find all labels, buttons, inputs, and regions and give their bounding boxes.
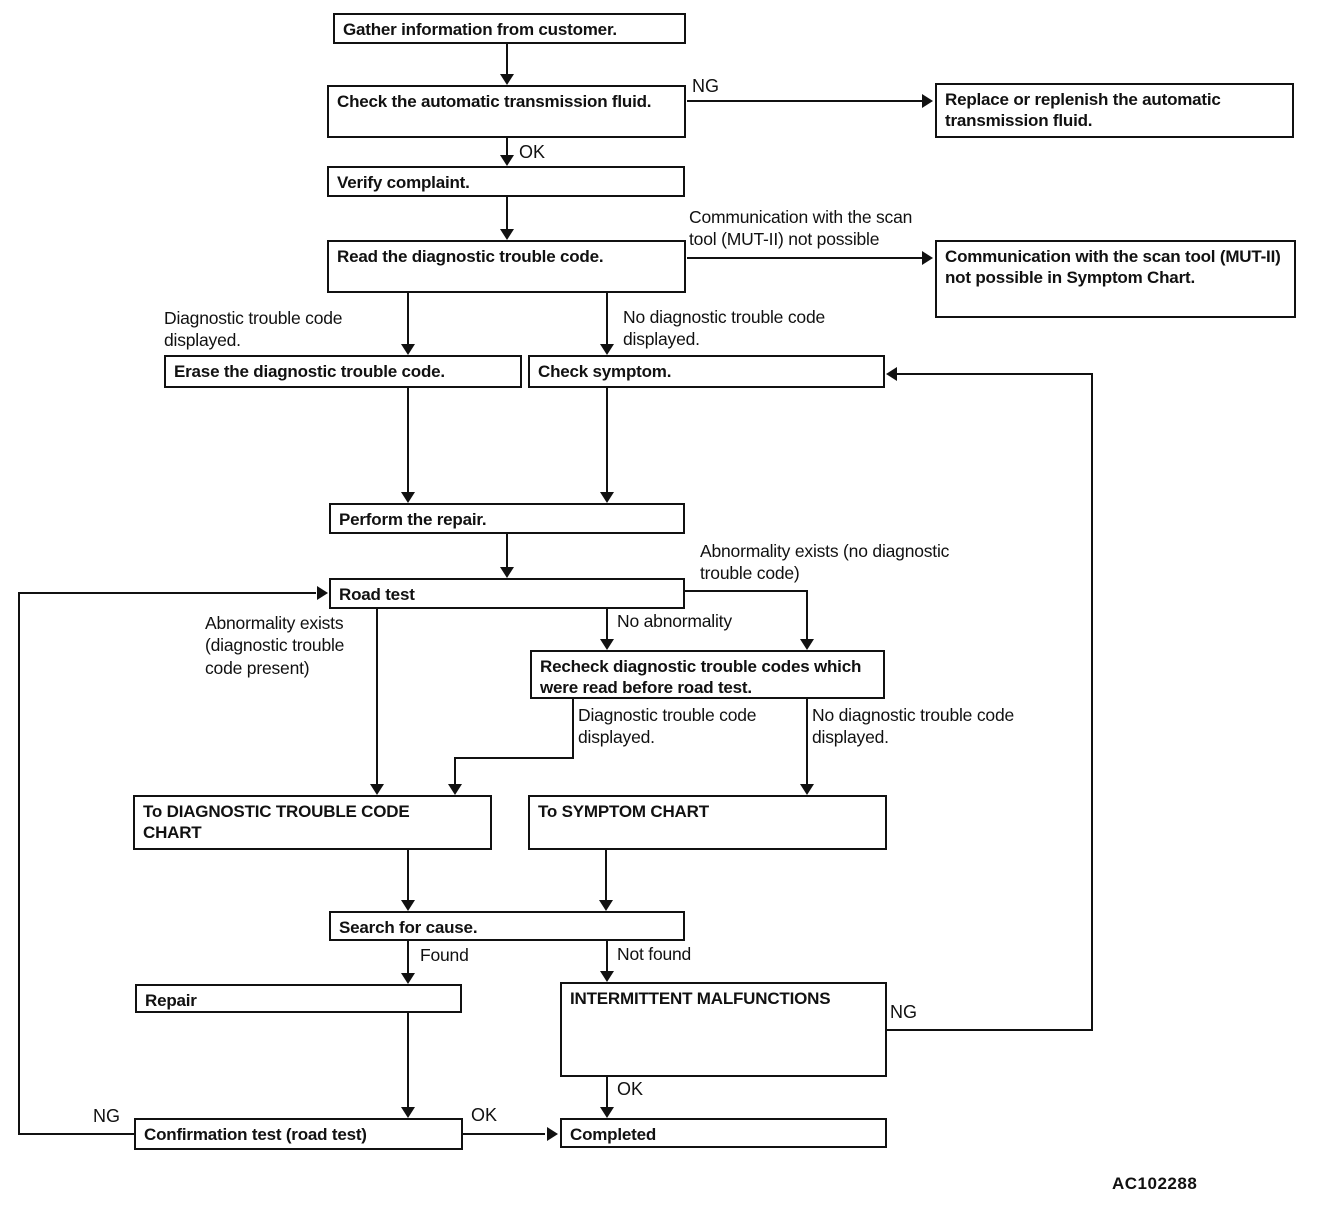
- label-ok-check-fluid: OK: [519, 142, 546, 162]
- connector-search-found: [407, 941, 409, 976]
- connector-checkfluid-ok: [506, 138, 508, 158]
- connector-erase-to-perform: [407, 388, 409, 494]
- node-erase-dtc: Erase the diagnostic trouble code.: [164, 355, 522, 388]
- connector-ng-to-checksymptom-h: [897, 373, 1093, 375]
- node-verify-complaint: Verify complaint.: [327, 166, 685, 197]
- arrowhead-into-intermittent: [600, 971, 614, 982]
- node-confirmation-test: Confirmation test (road test): [134, 1118, 463, 1150]
- label-ok-intermittent: OK: [617, 1079, 644, 1099]
- connector-dtcchart-to-search: [407, 850, 409, 903]
- node-to-dtc-chart: To DIAGNOSTIC TROUBLE CODE CHART: [133, 795, 492, 850]
- connector-roadtest-abnormality-h: [685, 590, 808, 592]
- arrowhead-into-repair: [401, 973, 415, 984]
- connector-roadtest-to-dtcchart: [376, 609, 378, 787]
- node-check-fluid: Check the automatic transmission fluid.: [327, 85, 686, 138]
- arrowhead-into-dtcchart-left: [370, 784, 384, 795]
- connector-repair-to-confirmation: [407, 1013, 409, 1110]
- arrowhead-into-perform-right: [600, 492, 614, 503]
- arrowhead-into-replacefluid: [922, 94, 933, 108]
- arrowhead-into-comm: [922, 251, 933, 265]
- arrowhead-into-checksymptom: [600, 344, 614, 355]
- arrowhead-into-perform-left: [401, 492, 415, 503]
- connector-readdtc-to-erase: [407, 293, 409, 346]
- node-intermittent-malfunctions: INTERMITTENT MALFUNCTIONS: [560, 982, 887, 1077]
- label-not-found: Not found: [617, 944, 692, 964]
- label-abnormality-dtc-present: Abnormality exists (diagnostic trouble c…: [205, 613, 345, 678]
- node-completed: Completed: [560, 1118, 887, 1148]
- connector-perform-to-roadtest: [506, 534, 508, 569]
- node-gather-information: Gather information from customer.: [333, 13, 686, 44]
- connector-readdtc-to-checksymptom: [606, 293, 608, 346]
- label-ng-check-fluid: NG: [692, 76, 719, 96]
- figure-code: AC102288: [1112, 1174, 1198, 1193]
- connector-intermittent-ng-h: [886, 1029, 1093, 1031]
- label-no-abnormality: No abnormality: [617, 611, 732, 631]
- node-comm-not-possible: Communication with the scan tool (MUT-II…: [935, 240, 1296, 318]
- node-road-test: Road test: [329, 578, 685, 609]
- node-read-dtc: Read the diagnostic trouble code.: [327, 240, 686, 293]
- arrowhead-into-verify: [500, 155, 514, 166]
- connector-recheck-to-symptomchart: [806, 699, 808, 786]
- label-comm-not-possible: Communication with the scan tool (MUT-II…: [689, 207, 913, 250]
- connector-search-notfound: [606, 941, 608, 974]
- label-dtc-displayed-2: Diagnostic trouble code displayed.: [578, 705, 757, 748]
- connector-recheck-left-h: [455, 757, 574, 759]
- connector-recheck-left-v1: [572, 699, 574, 759]
- node-to-symptom-chart: To SYMPTOM CHART: [528, 795, 887, 850]
- label-found: Found: [420, 945, 469, 965]
- connector-symptomchart-to-search: [605, 850, 607, 903]
- arrowhead-into-readdtc: [500, 229, 514, 240]
- arrowhead-into-dtcchart-right: [448, 784, 462, 795]
- label-dtc-displayed-1: Diagnostic trouble code displayed.: [164, 308, 343, 351]
- node-repair: Repair: [135, 984, 462, 1013]
- arrowhead-into-erase: [401, 344, 415, 355]
- connector-intermittent-ok: [606, 1077, 608, 1110]
- arrowhead-into-roadtest-left: [317, 586, 328, 600]
- connector-confirmation-ok: [463, 1133, 545, 1135]
- connector-roadtest-abnormality-v: [806, 590, 808, 641]
- connector-gather-to-checkfluid: [506, 44, 508, 76]
- connector-intermittent-ng-v: [1091, 373, 1093, 1031]
- connector-confirmation-ng-v: [18, 592, 20, 1135]
- label-ok-confirmation: OK: [471, 1105, 498, 1125]
- arrowhead-into-checksymptom-feedback: [886, 367, 897, 381]
- connector-verify-to-readdtc: [506, 197, 508, 231]
- connector-roadtest-noabnormality: [606, 609, 608, 642]
- connector-confirmation-ng-h: [18, 1133, 134, 1135]
- label-abnormality-no-dtc: Abnormality exists (no diagnostic troubl…: [700, 541, 950, 584]
- arrowhead-into-search-left: [401, 900, 415, 911]
- node-check-symptom: Check symptom.: [528, 355, 885, 388]
- node-recheck-dtc: Recheck diagnostic trouble codes which w…: [530, 650, 885, 699]
- label-no-dtc-displayed-2: No diagnostic trouble code displayed.: [812, 705, 1015, 748]
- node-replace-fluid: Replace or replenish the automatic trans…: [935, 83, 1294, 138]
- arrowhead-into-symptomchart: [800, 784, 814, 795]
- label-ng-confirmation: NG: [93, 1106, 120, 1126]
- node-perform-repair: Perform the repair.: [329, 503, 685, 534]
- label-no-dtc-displayed-1: No diagnostic trouble code displayed.: [623, 307, 826, 350]
- arrowhead-into-recheck-left: [600, 639, 614, 650]
- arrowhead-into-search-right: [599, 900, 613, 911]
- node-search-cause: Search for cause.: [329, 911, 685, 941]
- connector-recheck-left-v2: [454, 757, 456, 786]
- arrowhead-into-completed-top: [600, 1107, 614, 1118]
- connector-readdtc-to-comm: [687, 257, 923, 259]
- arrowhead-into-recheck-right: [800, 639, 814, 650]
- arrowhead-into-confirmation: [401, 1107, 415, 1118]
- arrowhead-into-completed-left: [547, 1127, 558, 1141]
- label-ng-intermittent: NG: [890, 1002, 917, 1022]
- connector-checksymptom-to-perform: [606, 388, 608, 494]
- connector-checkfluid-ng: [687, 100, 923, 102]
- arrowhead-into-roadtest-top: [500, 567, 514, 578]
- arrowhead-into-checkfluid: [500, 74, 514, 85]
- connector-ng-to-roadtest-h: [18, 592, 316, 594]
